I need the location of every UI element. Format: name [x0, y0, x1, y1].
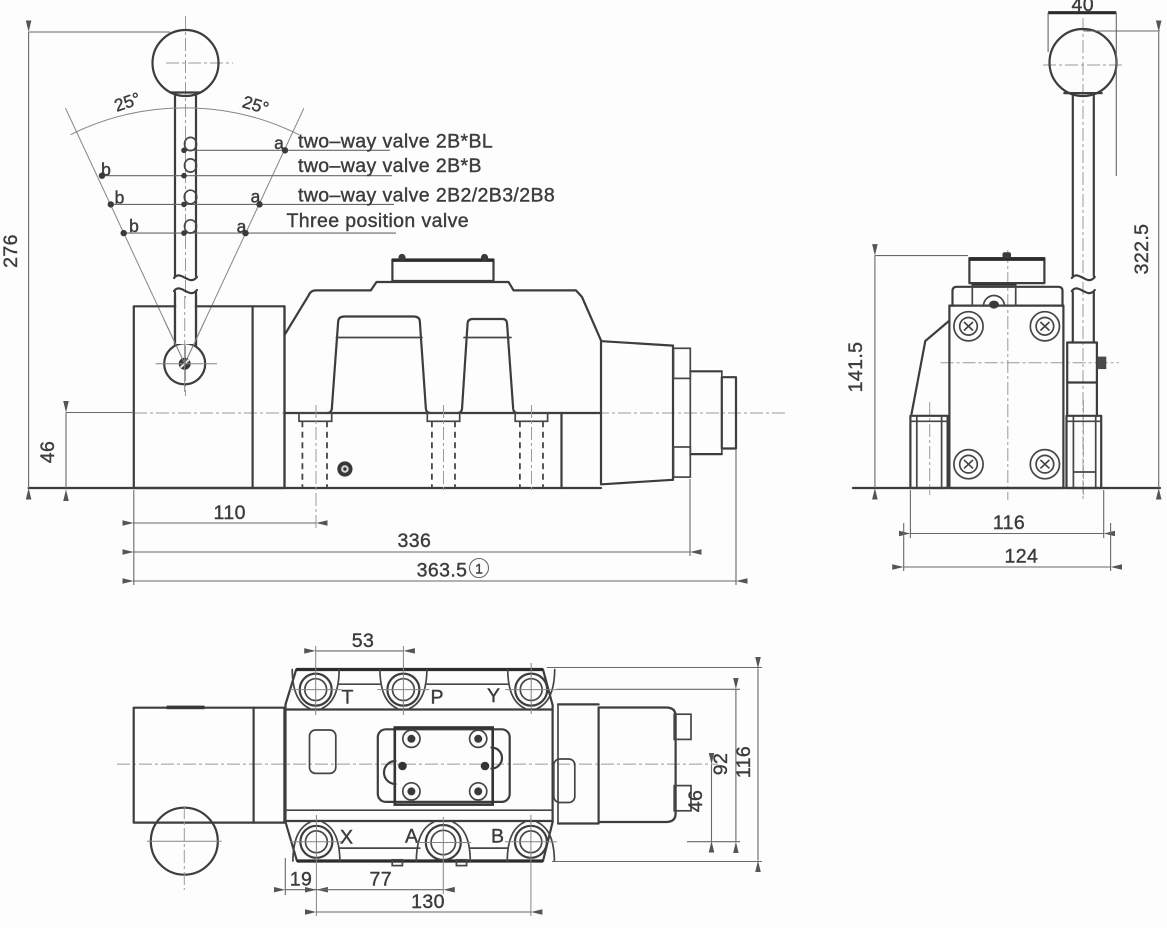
svg-text:a: a: [237, 217, 247, 237]
svg-text:b: b: [115, 188, 125, 208]
svg-text:110: 110: [214, 502, 246, 524]
svg-text:116: 116: [993, 512, 1025, 534]
svg-text:X: X: [340, 827, 353, 849]
svg-text:b: b: [101, 160, 111, 180]
svg-text:40: 40: [1072, 0, 1095, 16]
svg-text:a: a: [251, 187, 261, 207]
svg-text:336: 336: [398, 530, 432, 552]
svg-text:two–way valve 2B*B: two–way valve 2B*B: [298, 155, 482, 177]
svg-text:T: T: [342, 687, 354, 709]
svg-text:P: P: [431, 687, 444, 709]
svg-text:19: 19: [290, 869, 313, 891]
svg-text:two–way valve 2B2/2B3/2B8: two–way valve 2B2/2B3/2B8: [298, 185, 555, 207]
svg-text:25°: 25°: [240, 92, 271, 119]
svg-text:116: 116: [733, 746, 755, 778]
svg-text:92: 92: [710, 753, 732, 776]
svg-text:25°: 25°: [112, 88, 144, 116]
svg-text:B: B: [491, 826, 504, 848]
svg-text:363.5: 363.5: [417, 560, 468, 582]
svg-text:Three position valve: Three position valve: [287, 210, 470, 232]
svg-text:a: a: [274, 133, 284, 153]
svg-text:A: A: [405, 826, 418, 848]
svg-text:77: 77: [370, 869, 393, 891]
svg-text:46: 46: [37, 441, 59, 464]
svg-text:two–way valve 2B*BL: two–way valve 2B*BL: [298, 131, 493, 153]
svg-text:124: 124: [1005, 546, 1039, 568]
svg-text:46: 46: [685, 790, 707, 813]
svg-text:130: 130: [411, 891, 445, 913]
svg-text:1: 1: [475, 561, 483, 577]
svg-text:53: 53: [352, 630, 375, 652]
svg-text:b: b: [129, 216, 139, 236]
svg-text:322.5: 322.5: [1131, 224, 1153, 275]
svg-text:276: 276: [0, 234, 22, 268]
svg-text:141.5: 141.5: [845, 342, 867, 393]
svg-text:Y: Y: [487, 685, 500, 707]
